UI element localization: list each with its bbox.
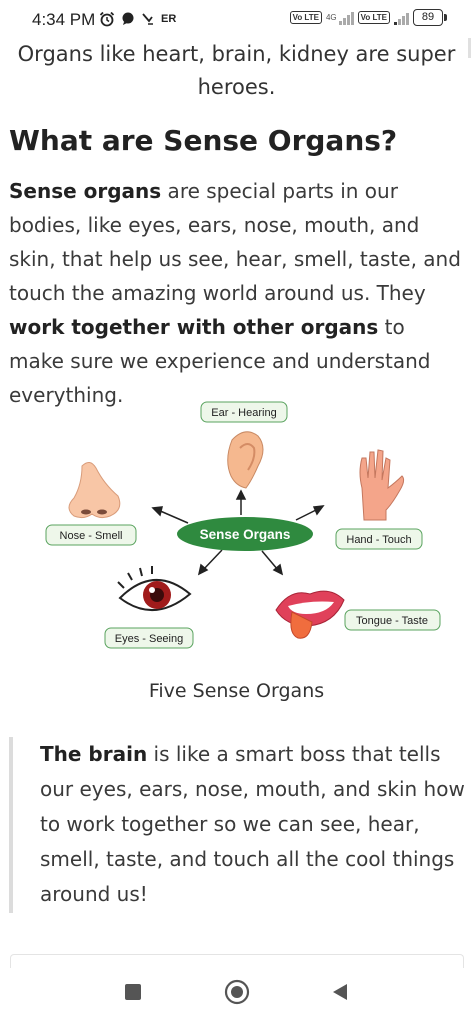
volte-badge-1: Vo LTE — [289, 11, 322, 24]
network-type-label: 4G — [325, 13, 337, 22]
nose-label: Nose - Smell — [60, 530, 123, 542]
eye-icon — [117, 566, 192, 611]
system-nav-bar — [0, 968, 473, 1024]
para-text-2: to make sure we experience and understan… — [9, 315, 431, 407]
carrier-tag: ER — [161, 13, 177, 25]
para-bold-phrase: work together with other organs — [9, 315, 379, 339]
brain-blockquote: The brain is like a smart boss that tell… — [9, 737, 468, 913]
hand-label: Hand - Touch — [346, 534, 411, 546]
tongue-label: Tongue - Taste — [356, 615, 428, 627]
ear-label: Ear - Hearing — [211, 407, 276, 419]
signal-bars-icon — [338, 11, 354, 25]
blockquote-body: is like a smart boss that tells our eyes… — [40, 742, 465, 906]
para-text-1: are special parts in our bodies, like ey… — [9, 179, 461, 305]
eyes-label-box — [104, 627, 194, 649]
battery-level: 89 — [421, 11, 435, 23]
recents-square-icon[interactable] — [123, 982, 143, 1002]
chat-bubble-icon — [122, 12, 134, 25]
status-bar: 4:34 PM ER Vo LTE 4G Vo LTE 89 — [0, 0, 473, 38]
nose-icon — [68, 462, 121, 519]
blockquote-bold: The brain — [40, 742, 148, 766]
intro-text: Organs like heart, brain, kidney are sup… — [17, 42, 456, 99]
section-heading: What are Sense Organs? — [9, 124, 398, 157]
blockquote-text: The brain is like a smart boss that tell… — [40, 737, 465, 912]
center-node — [177, 517, 313, 551]
figure-caption: Five Sense Organs — [148, 680, 325, 702]
signal-bars-icon-2 — [394, 11, 409, 25]
hand-label-box — [335, 528, 423, 550]
para-bold-term: Sense organs — [9, 179, 162, 203]
volte-badge-2: Vo LTE — [357, 11, 390, 24]
sense-organs-paragraph: Sense organs are special parts in our bo… — [9, 174, 464, 412]
home-circle-icon[interactable] — [224, 979, 250, 1005]
sense-organs-diagram: Sense Organs Ear - Hearing Nose - Smell … — [45, 401, 441, 649]
eyes-label: Eyes - Seeing — [115, 633, 183, 645]
status-notification-icons: ER — [99, 11, 176, 27]
tongue-label-box — [344, 609, 441, 631]
battery-icon: 89 — [413, 9, 447, 26]
ear-label-box — [200, 401, 288, 423]
missed-call-icon — [142, 13, 153, 25]
status-system-icons: Vo LTE 4G Vo LTE 89 — [289, 9, 447, 26]
status-time: 4:34 PM — [32, 10, 96, 29]
back-triangle-icon[interactable] — [330, 982, 350, 1002]
nose-label-box — [45, 524, 137, 546]
ear-icon — [227, 431, 264, 489]
mouth-icon — [275, 590, 345, 639]
scrollbar[interactable] — [468, 38, 471, 58]
center-node-label: Sense Organs — [200, 527, 291, 542]
hand-icon — [359, 449, 405, 521]
alarm-icon — [99, 11, 115, 27]
